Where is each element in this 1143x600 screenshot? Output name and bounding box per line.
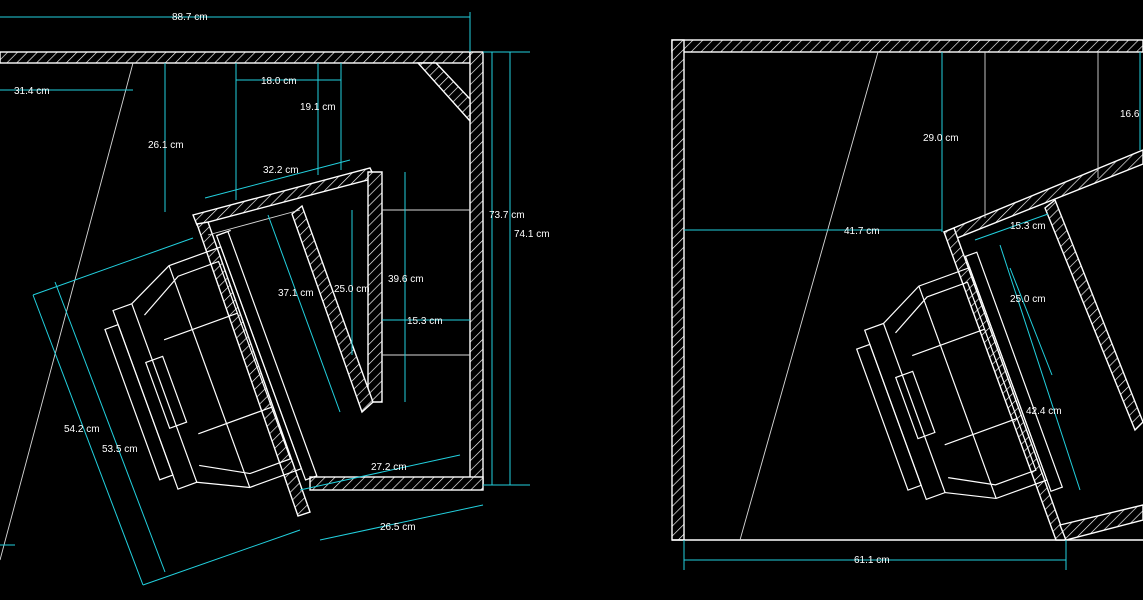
label-width: 88.7 cm (172, 12, 208, 23)
right-left-wall (671, 39, 685, 541)
right-guide-line (739, 51, 879, 541)
left-guide-baffle (207, 209, 301, 236)
label-port-depth: 15.3 cm (407, 316, 443, 327)
label-bottom-lower: 26.5 cm (380, 522, 416, 533)
dim-bottom-upper-line (299, 454, 461, 491)
label-baffle-top: 32.2 cm (263, 165, 299, 176)
left-port-wall (367, 171, 383, 403)
left-top-wall (0, 51, 471, 64)
left-baffle-slant (196, 221, 311, 517)
label-port-gap: 25.0 cm (334, 284, 370, 295)
label-port-depth-r: 15.3 cm (1010, 221, 1046, 232)
label-height-outer: 74.1 cm (514, 229, 550, 240)
label-bottom-width: 61.1 cm (854, 555, 890, 566)
label-top-gap: 18.0 cm (261, 76, 297, 87)
dim-diag-outer-line (32, 294, 144, 586)
label-drop-right: 19.1 cm (300, 102, 336, 113)
label-left-offset: 31.4 cm (14, 86, 50, 97)
dim-baffle-top-line (204, 159, 351, 199)
label-port-gap-r: 25.0 cm (1010, 294, 1046, 305)
label-bottom-upper: 27.2 cm (371, 462, 407, 473)
dim-tick (142, 529, 301, 586)
dim-port-depth-line-r (974, 213, 1049, 241)
left-bottom-wall (309, 476, 484, 491)
dim-tick (32, 237, 194, 296)
right-view: 29.0 cm 16.6 41.7 cm 15.3 cm 25.0 cm 42.… (671, 39, 1143, 570)
dim-port-gap-line-r (1009, 267, 1053, 376)
label-height-inner: 73.7 cm (489, 210, 525, 221)
dim-diag-inner-line (54, 281, 166, 573)
dim-port-length-line (267, 214, 341, 413)
right-speaker-driver (855, 251, 1064, 501)
label-diag-outer: 54.2 cm (64, 424, 100, 435)
label-port-height: 39.6 cm (388, 274, 424, 285)
dim-bottom-lower-line (319, 504, 484, 541)
right-port-divider (1044, 198, 1143, 432)
left-view: 88.7 cm 31.4 cm 18.0 cm 19.1 cm 26.1 cm … (0, 12, 550, 586)
right-bottom-piece (1059, 504, 1143, 541)
label-slant: 42.4 cm (1026, 406, 1062, 417)
right-top-wall (671, 39, 1143, 53)
label-top-drop: 29.0 cm (923, 133, 959, 144)
label-diag-inner: 53.5 cm (102, 444, 138, 455)
left-baffle-top (192, 167, 377, 226)
label-port-length: 37.1 cm (278, 288, 314, 299)
dim-slant-line (999, 244, 1081, 491)
label-horizontal: 41.7 cm (844, 226, 880, 237)
left-corner-brace (416, 62, 471, 123)
left-right-wall (469, 51, 484, 486)
left-speaker-driver (104, 229, 318, 490)
label-drop-left: 26.1 cm (148, 140, 184, 151)
label-side-height: 16.6 (1120, 109, 1140, 120)
left-port-divider (291, 204, 374, 414)
